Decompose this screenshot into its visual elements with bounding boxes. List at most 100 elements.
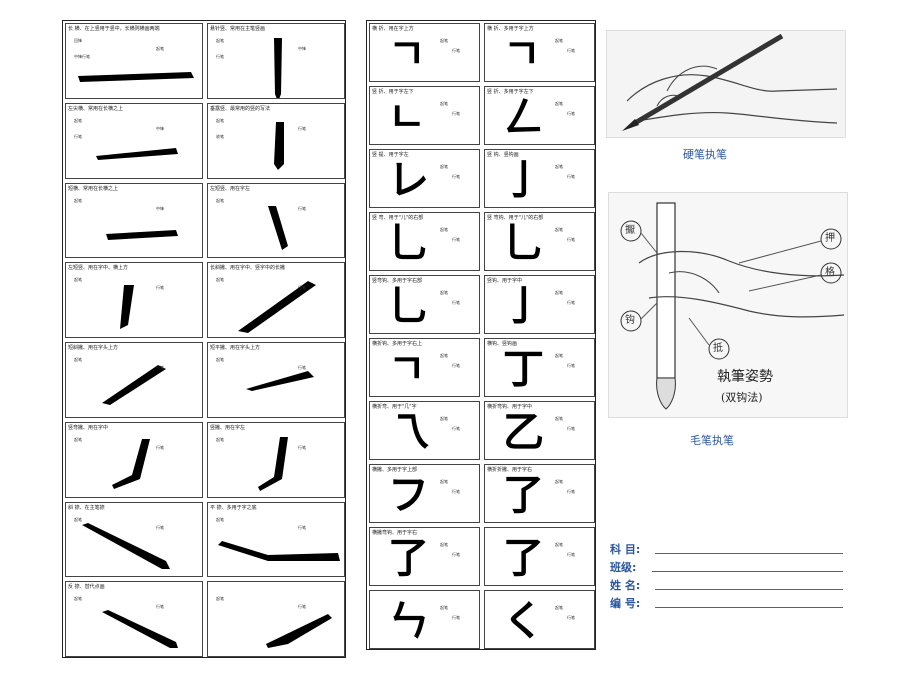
stroke-annotation: 行笔 <box>452 111 460 116</box>
stroke-annotation: 起笔 <box>555 605 563 610</box>
stroke-caption: 横撇、多用于字上部 <box>372 467 418 473</box>
stroke-annotation: 起笔 <box>216 277 224 283</box>
stroke-annotation: 回锋 <box>74 38 82 43</box>
middle-sheet-cell: ㄣ起笔行笔 <box>369 590 480 649</box>
stroke-glyph: 乚 <box>503 219 544 267</box>
stroke-annotation: 行笔 <box>567 237 575 242</box>
left-sheet-cell: 左尖横、常用在长横之上起笔中锋行笔 <box>65 102 203 179</box>
stroke-annotation: 起笔 <box>74 596 82 602</box>
stroke-annotation: 行笔 <box>567 174 575 179</box>
stroke-path <box>102 365 166 405</box>
stroke-caption: 竖 提、用于字左 <box>372 152 409 158</box>
stroke-caption: 竖钩、用于字中 <box>487 278 523 284</box>
field-line-name[interactable] <box>655 589 843 590</box>
stroke-glyph: ㄥ <box>503 93 544 141</box>
stroke-annotation: 起笔 <box>440 353 448 358</box>
stroke-example-shape <box>102 365 166 405</box>
stroke-glyph: 乙 <box>503 408 544 456</box>
stroke-path <box>120 285 134 330</box>
field-label-class: 班级: <box>610 561 637 574</box>
stroke-example-shape <box>268 205 288 250</box>
stroke-annotation: 收笔 <box>216 133 224 139</box>
stroke-path <box>258 436 288 491</box>
stroke-annotation: 行笔 <box>298 205 306 211</box>
stroke-annotation: 起笔 <box>74 277 82 283</box>
left-sheet-cell: 短横、常用在长横之上起笔中锋 <box>65 182 203 259</box>
stroke-caption: 横折弯、用于"几"字 <box>372 404 417 410</box>
stroke-glyph: 丁 <box>503 345 544 393</box>
stroke-glyph: 亅 <box>503 282 544 330</box>
stroke-annotation: 行笔 <box>567 363 575 368</box>
stroke-annotation: 起笔 <box>156 46 164 51</box>
stroke-caption: 垂露竖、最常用的竖的写法 <box>210 105 271 112</box>
stroke-annotation: 起笔 <box>555 227 563 232</box>
stroke-caption: 竖撇、用在字左 <box>210 424 246 431</box>
middle-sheet-cell: 竖 折、多用于字左下ㄥ起笔行笔 <box>484 86 595 145</box>
stroke-annotation: 起笔 <box>440 479 448 484</box>
stroke-example-shape <box>258 436 288 491</box>
middle-sheet-cell: 了起笔行笔 <box>484 527 595 586</box>
field-line-class[interactable] <box>652 571 843 572</box>
left-sheet-cell: 平 捺、多用于字之底起笔行笔 <box>207 501 345 578</box>
stroke-annotation: 行笔 <box>156 365 164 370</box>
stroke-example-shape <box>78 72 194 82</box>
middle-sheet-cell: 横折弯钩、用于字中乙起笔行笔 <box>484 401 595 460</box>
stroke-caption: 竖 折、多用于字左下 <box>487 89 534 95</box>
stroke-annotation: 行笔 <box>567 111 575 116</box>
brush-label-gou: 钩 <box>625 315 635 326</box>
stroke-annotation: 起笔 <box>440 101 448 106</box>
stroke-annotation: 行笔 <box>452 174 460 179</box>
field-line-number[interactable] <box>655 607 843 608</box>
stroke-glyph: 乁 <box>388 408 429 456</box>
stroke-caption: 左短竖、用在字中、横上方 <box>68 265 129 272</box>
left-sheet-cell: 左短竖、用在字左起笔行笔 <box>207 182 345 259</box>
brush-label-ge: 格 <box>825 267 835 278</box>
stroke-caption: 反 捺、替代点画 <box>68 584 105 591</box>
stroke-annotation: 起笔 <box>74 117 82 123</box>
middle-sheet-cell: 横钩、竖钩画丁起笔行笔 <box>484 338 595 397</box>
stroke-annotation: 行笔 <box>452 237 460 242</box>
stroke-glyph: レ <box>388 156 429 204</box>
middle-sheet-cell: 竖钩、用于字中亅起笔行笔 <box>484 275 595 334</box>
stroke-path <box>106 229 178 240</box>
stroke-path <box>238 281 316 334</box>
stroke-annotation: 起笔 <box>440 605 448 610</box>
stroke-caption: 横 折、用在字上方 <box>372 26 414 32</box>
stroke-path <box>246 371 314 391</box>
stroke-example-shape <box>96 147 178 160</box>
stroke-glyph: く <box>503 597 544 645</box>
stroke-path <box>78 72 194 82</box>
stroke-annotation: 起笔 <box>440 38 448 43</box>
stroke-caption: 竖弯钩、多用于字右部 <box>372 278 423 284</box>
stroke-example-shape <box>246 371 314 391</box>
middle-sheet-cell: 横折弯、用于"几"字乁起笔行笔 <box>369 401 480 460</box>
stroke-example-shape <box>82 522 170 569</box>
stroke-annotation: 行笔 <box>452 489 460 494</box>
stroke-annotation: 行笔 <box>567 489 575 494</box>
stroke-caption: 竖 弯、用于"儿"的右部 <box>372 215 424 221</box>
stroke-annotation: 起笔 <box>216 596 224 602</box>
left-sheet-cell: 长斜撇、用在字中、竖字中的长撇起笔行笔 <box>207 262 345 338</box>
stroke-annotation: 起笔 <box>440 416 448 421</box>
stroke-annotation: 行笔 <box>567 552 575 557</box>
left-sheet-cell: 短平撇、用在字头上方起笔行笔 <box>207 342 345 418</box>
stroke-caption: 短平撇、用在字头上方 <box>210 345 261 351</box>
stroke-example-shape <box>120 285 134 330</box>
stroke-caption: 横折折撇、用于字右 <box>487 467 533 473</box>
field-line-subject[interactable] <box>655 553 843 554</box>
stroke-path <box>266 614 332 649</box>
stroke-annotation: 行笔 <box>452 615 460 620</box>
middle-sheet-cell: 横撇弯钩、用于字右了起笔行笔 <box>369 527 480 586</box>
stroke-caption: 平 捺、多用于字之底 <box>210 504 257 511</box>
stroke-glyph: ㄴ <box>388 93 426 141</box>
stroke-annotation: 行笔 <box>74 133 82 139</box>
stroke-annotation: 行笔 <box>567 300 575 305</box>
stroke-example-shape <box>274 121 284 170</box>
stroke-annotation: 行笔 <box>452 363 460 368</box>
left-sheet-cell: 悬针竖、常用在主笔竖画起笔中锋行笔 <box>207 23 345 99</box>
stroke-annotation: 行笔 <box>216 54 224 59</box>
